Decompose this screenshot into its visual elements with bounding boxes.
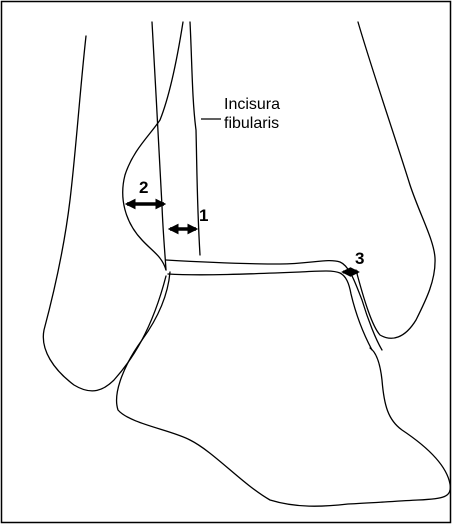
marker-1-label: 1 — [199, 206, 208, 226]
marker-2-label: 2 — [139, 178, 148, 198]
incisura-label-line1: Incisura — [224, 96, 280, 114]
talus-calcaneus-outline — [117, 272, 451, 506]
talar-dome-line — [168, 271, 372, 350]
marker-3-label: 3 — [355, 249, 364, 269]
fibula-inner-contour — [152, 22, 166, 270]
incisura-label-line2: fibularis — [224, 115, 279, 133]
fibula-outer-contour — [123, 22, 183, 270]
tibia-left-outline — [43, 36, 166, 391]
tibia-medial-outline — [356, 22, 435, 338]
